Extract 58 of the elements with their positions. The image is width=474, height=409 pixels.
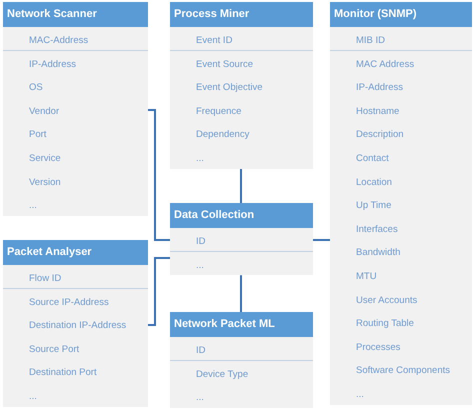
field-name: User Accounts	[356, 294, 418, 306]
field-name: MAC-Address	[29, 35, 88, 46]
field-name: Software Components	[356, 365, 450, 376]
field-name: IP-Address	[356, 82, 403, 94]
field-name: Destination IP-Address	[29, 320, 126, 332]
field-name: ...	[356, 388, 364, 400]
entity-table	[330, 2, 472, 405]
table-header: Packet Analyser	[3, 240, 148, 265]
field-name: Flow ID	[29, 273, 62, 284]
field-name: Up Time	[356, 200, 392, 212]
field-name: ...	[29, 390, 37, 402]
field-name: MIB ID	[356, 35, 386, 46]
entity-table	[170, 2, 313, 169]
table-header: Network Scanner	[3, 2, 148, 27]
connector-line	[240, 168, 242, 203]
field-name: IP-Address	[29, 58, 76, 70]
field-name: ID	[196, 236, 206, 247]
field-name: Dependency	[196, 129, 250, 140]
field-name: Service	[29, 152, 61, 164]
field-name: Source Port	[29, 344, 80, 355]
entity-table	[3, 2, 148, 216]
field-name: ID	[196, 345, 206, 356]
field-name: Hostname	[356, 106, 400, 117]
table-header: Network Packet ML	[170, 312, 313, 337]
table-header: Data Collection	[170, 203, 313, 228]
connector-line	[148, 257, 170, 326]
connector-line	[240, 275, 242, 312]
field-name: Routing Table	[356, 318, 414, 330]
field-name: Processes	[356, 342, 400, 353]
entity-table	[170, 203, 313, 276]
field-name: MAC Address	[356, 58, 414, 70]
field-name: Source IP-Address	[29, 296, 109, 308]
field-name: Description	[356, 129, 404, 140]
field-name: ...	[29, 200, 37, 212]
field-name: Event ID	[196, 35, 232, 46]
field-name: Event Objective	[196, 82, 263, 94]
entity-table	[3, 240, 148, 407]
field-name: Event Source	[196, 58, 254, 70]
entity-table	[170, 312, 313, 408]
field-name: Location	[356, 176, 392, 188]
field-name: Interfaces	[356, 224, 398, 235]
field-name: Contact	[356, 152, 389, 164]
field-name: OS	[29, 82, 43, 94]
field-name: ...	[196, 260, 204, 271]
table-header: Process Miner	[170, 2, 313, 27]
field-name: Device Type	[196, 368, 248, 380]
field-name: Frequence	[196, 106, 242, 117]
field-name: ...	[196, 392, 204, 404]
connector-line	[148, 109, 170, 241]
field-name: Vendor	[29, 106, 60, 117]
field-name: Bandwidth	[356, 247, 400, 258]
field-name: Port	[29, 129, 46, 140]
connector-line	[313, 239, 330, 241]
table-header: Monitor (SNMP)	[330, 2, 472, 27]
field-name: Destination Port	[29, 367, 97, 378]
field-name: MTU	[356, 270, 377, 282]
field-name: ...	[196, 152, 204, 164]
field-name: Version	[29, 176, 61, 188]
